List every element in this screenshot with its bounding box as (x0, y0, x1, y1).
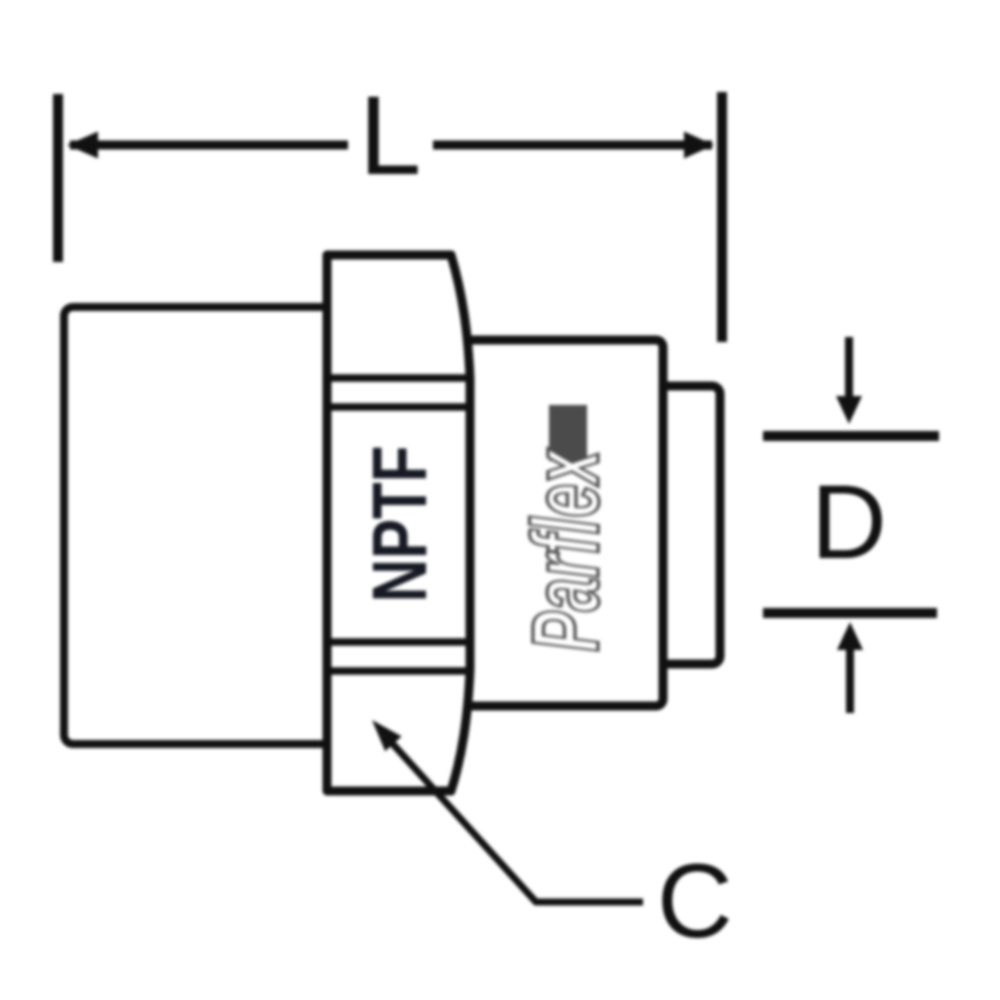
svg-text:NPTF: NPTF (356, 446, 443, 603)
svg-text:D: D (811, 464, 887, 581)
svg-text:L: L (359, 73, 421, 198)
svg-text:Parflex: Parflex (512, 448, 618, 652)
svg-text:C: C (657, 843, 733, 960)
